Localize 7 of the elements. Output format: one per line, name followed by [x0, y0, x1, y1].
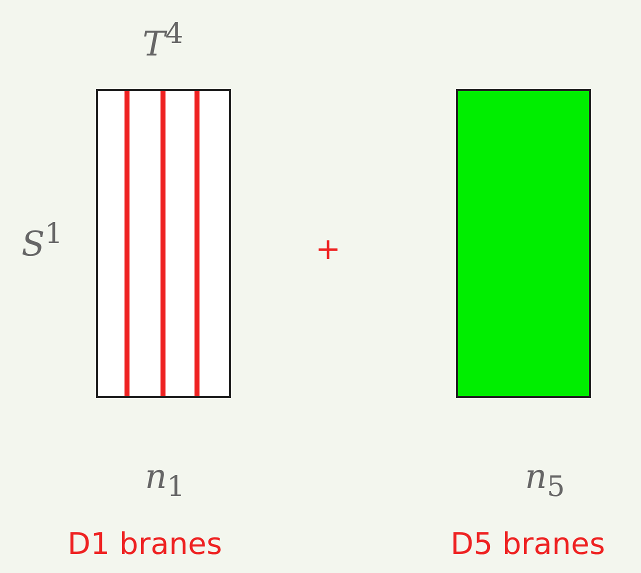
torus-label: T$^{4}$ — [142, 20, 184, 61]
d1-branes-caption: D1 branes — [68, 530, 222, 560]
d1-count-label: n$_{1}$ — [145, 460, 185, 501]
d5-branes-caption: D5 branes — [450, 530, 606, 560]
circle-label: S$^{1}$ — [22, 220, 63, 261]
plus-sign: + — [316, 235, 341, 265]
d5-count-label: n$_{5}$ — [525, 460, 565, 501]
